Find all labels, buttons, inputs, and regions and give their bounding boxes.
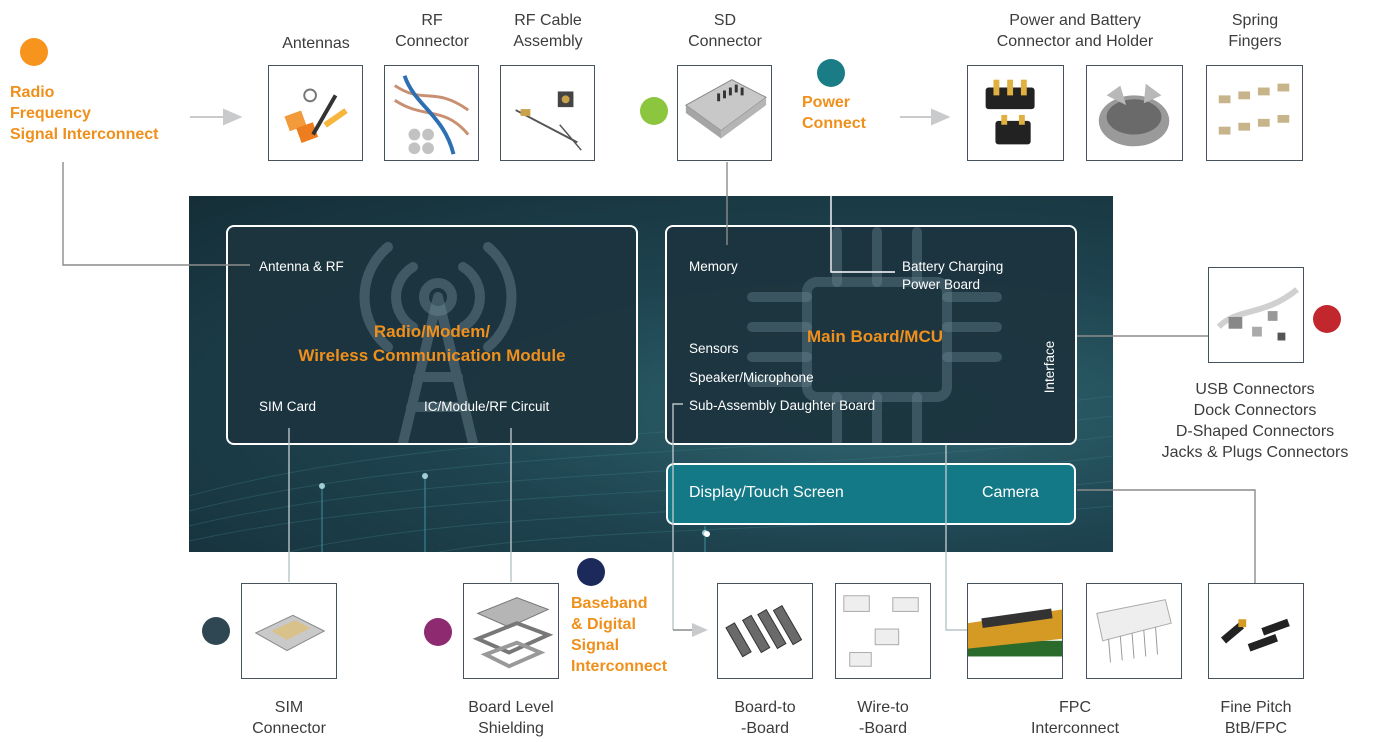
sub-assembly-label: Sub-Assembly Daughter Board [689, 398, 876, 413]
rf-category-dot [20, 38, 48, 66]
interface-label: Interface [1042, 340, 1057, 394]
board-shielding-caption: Board Level Shielding [468, 699, 554, 737]
rf-cable-caption: RF Cable Assembly [513, 12, 583, 50]
antennas-image[interactable] [268, 65, 363, 161]
wire-to-board-image[interactable] [835, 583, 931, 679]
baseband-category-dot [577, 558, 605, 586]
power-battery-caption: Power and Battery Connector and Holder [996, 12, 1154, 50]
antennas-caption: Antennas [282, 35, 350, 52]
memory-label: Memory [689, 259, 738, 274]
camera-label: Camera [982, 484, 1039, 501]
main-board-panel [665, 225, 1077, 445]
usb-connectors-caption: USB Connectors Dock Connectors D-Shaped … [1161, 381, 1349, 461]
usb-category-dot [1313, 305, 1341, 333]
usb-connectors-image[interactable] [1208, 267, 1304, 363]
sim-connector-image[interactable] [241, 583, 337, 679]
radio-module-title: Radio/Modem/ Wireless Communication Modu… [298, 322, 566, 365]
power-category-label: Power Connect [802, 94, 866, 132]
spring-fingers-caption: Spring Fingers [1228, 12, 1282, 50]
antenna-rf-label: Antenna & RF [259, 259, 344, 274]
main-board-title: Main Board/MCU [807, 327, 943, 346]
indicator-dot [704, 531, 710, 537]
power-battery-connector-image[interactable] [967, 65, 1064, 161]
board-shielding-image[interactable] [463, 583, 559, 679]
antenna-tower-watermark [359, 242, 517, 443]
fine-pitch-image[interactable] [1208, 583, 1304, 679]
sd-connector-caption: SD Connector [688, 12, 762, 50]
sim-card-label: SIM Card [259, 399, 317, 414]
fpc-connector-image[interactable] [1086, 583, 1182, 679]
rf-connector-caption: RF Connector [395, 12, 469, 50]
sd-category-dot [640, 97, 668, 125]
battery-holder-image[interactable] [1086, 65, 1183, 161]
sim-connector-caption: SIM Connector [252, 699, 326, 737]
spring-fingers-image[interactable] [1206, 65, 1303, 161]
wire-to-board-caption: Wire-to -Board [857, 699, 909, 737]
board-to-board-image[interactable] [717, 583, 813, 679]
power-category-dot [817, 59, 845, 87]
battery-charging-label: Battery Charging Power Board [902, 259, 1004, 292]
rf-connector-image[interactable] [384, 65, 479, 161]
rf-category-label: Radio Frequency Signal Interconnect [10, 84, 159, 143]
circuit-pattern [189, 395, 1113, 552]
radio-module-panel [226, 225, 638, 445]
sim-category-dot [202, 617, 230, 645]
baseband-category-label: Baseband & Digital Signal Interconnect [571, 595, 668, 675]
ic-module-label: IC/Module/RF Circuit [424, 399, 550, 414]
fpc-interconnect-caption: FPC Interconnect [1030, 699, 1120, 737]
board-to-board-caption: Board-to -Board [734, 699, 796, 737]
shielding-category-dot [424, 618, 452, 646]
rf-cable-assembly-image[interactable] [500, 65, 595, 161]
fine-pitch-caption: Fine Pitch BtB/FPC [1220, 699, 1292, 737]
sd-connector-image[interactable] [677, 65, 772, 161]
fpc-interconnect-image[interactable] [967, 583, 1063, 679]
sensors-label: Sensors [689, 341, 739, 356]
speaker-label: Speaker/Microphone [689, 370, 814, 385]
display-bar [666, 463, 1076, 525]
display-touch-label: Display/Touch Screen [689, 484, 844, 501]
